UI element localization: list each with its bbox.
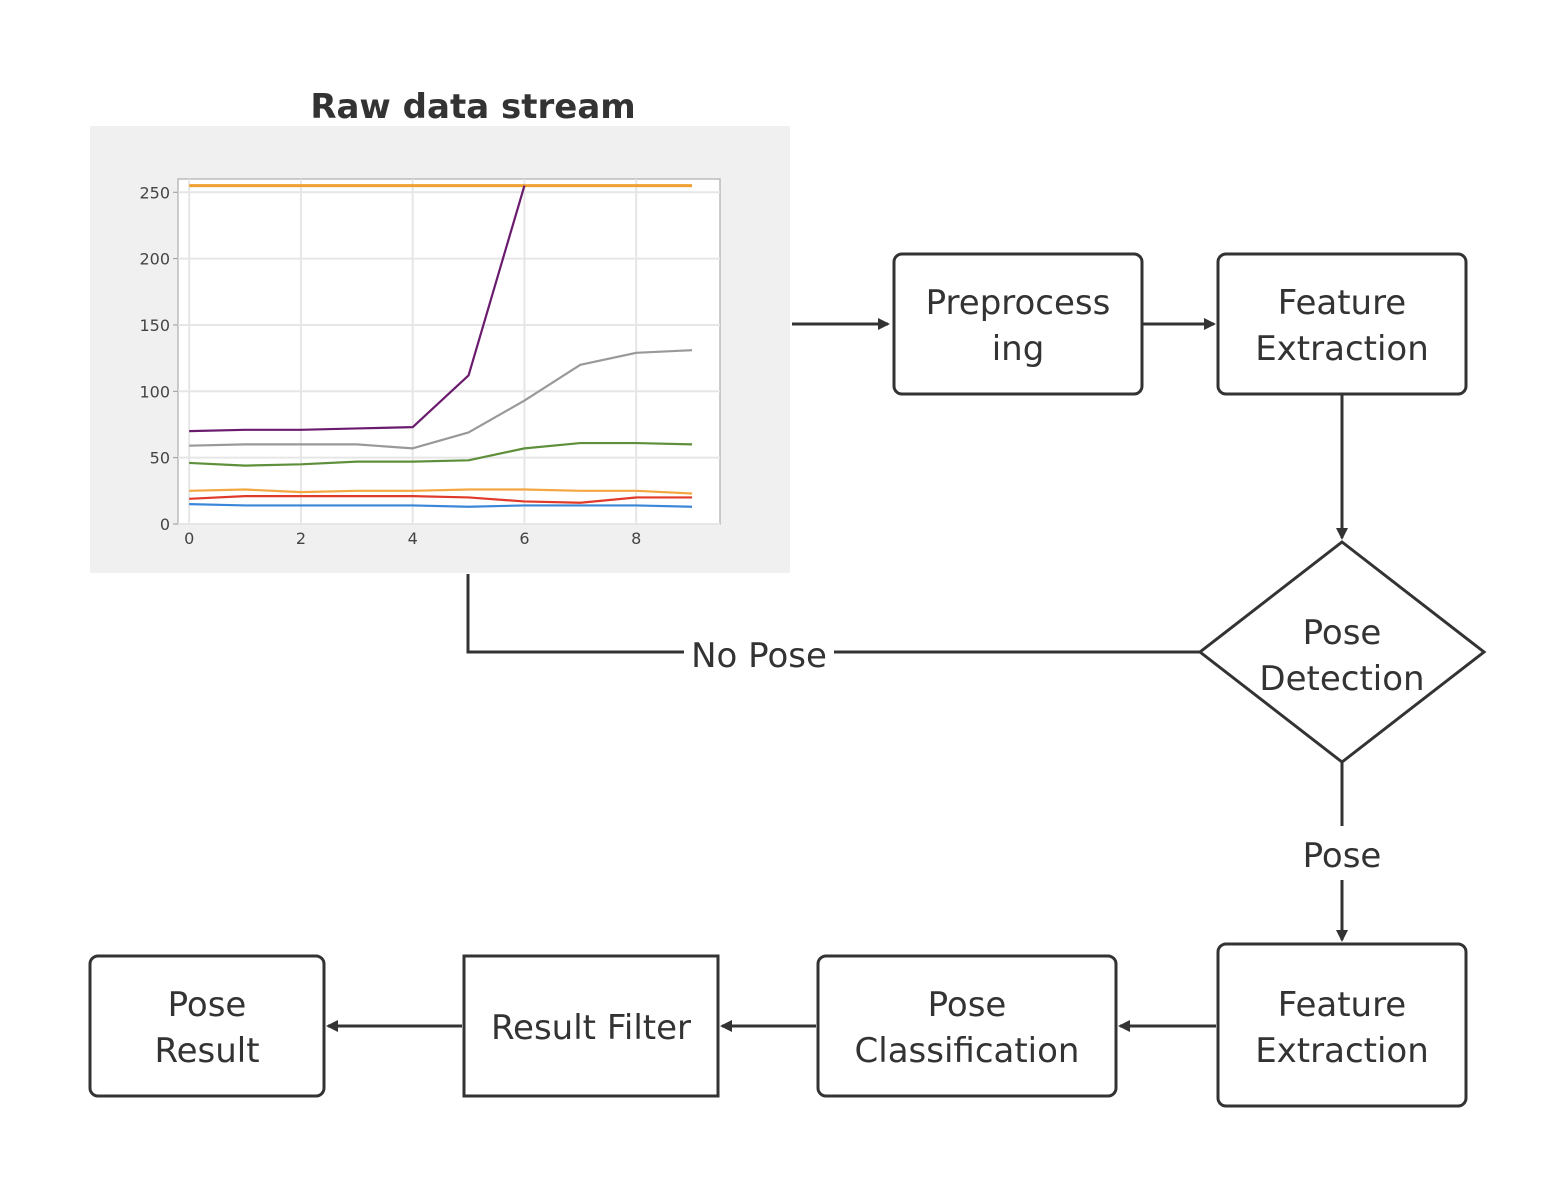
node-result-filter-line-1: Result Filter [491,1008,691,1048]
x-tick-label: 8 [631,529,641,548]
node-feature-extraction-bottom-line-2: Extraction [1255,1031,1429,1071]
y-tick-label: 0 [160,515,170,534]
node-feature-extraction-top-box [1216,252,1468,396]
series-line-6 [189,502,693,508]
y-tick-label: 50 [150,449,170,468]
node-pose-result-box [88,954,326,1098]
node-pose-classification: Pose Classification [816,954,1118,1098]
edge-label-no-pose: No Pose [691,636,827,676]
y-tick-label: 200 [139,250,170,269]
node-feature-extraction-bottom-line-1: Feature [1278,985,1406,1025]
node-result-filter: Result Filter [462,954,720,1098]
node-feature-extraction-top: Feature Extraction [1216,252,1468,396]
node-feature-extraction-top-line-1: Feature [1278,283,1406,323]
chart-title: Raw data stream [310,87,635,127]
node-preprocessing: Preprocess ing [892,252,1144,396]
chart-ticks: 0 2 4 6 8 0 50 100 150 200 250 [139,183,641,548]
node-feature-extraction-bottom-box [1216,942,1468,1108]
node-pose-result: Pose Result [88,954,326,1098]
series-line-2 [189,349,693,450]
node-pose-detection: Pose Detection [1197,540,1487,764]
series-line-3 [189,441,693,467]
series-line-1 [189,185,526,433]
x-tick-label: 2 [296,529,306,548]
series-line-5 [189,495,693,504]
y-tick-label: 150 [139,316,170,335]
series-line-4 [189,488,693,495]
raw-data-chart: 0 2 4 6 8 0 50 100 150 200 250 [90,126,790,573]
node-pose-detection-line-2: Detection [1259,659,1424,699]
chart-grid [178,179,720,525]
x-tick-label: 6 [519,529,529,548]
x-tick-label: 4 [408,529,418,548]
x-tick-label: 0 [184,529,194,548]
node-result-filter-box [462,954,720,1098]
no-pose-label-bg [684,632,834,676]
node-pose-classification-line-2: Classification [855,1031,1080,1071]
edge-no-pose-loop [466,574,1200,654]
node-feature-extraction-bottom: Feature Extraction [1216,942,1468,1108]
plot-area [177,178,721,525]
edges [326,318,1348,1032]
chart-series [189,184,693,508]
edge-label-pose: Pose [1303,836,1382,876]
node-preprocessing-line-2: ing [992,329,1045,369]
y-tick-label: 250 [139,183,170,202]
y-tick-label: 100 [139,382,170,401]
node-pose-result-line-2: Result [154,1031,259,1071]
node-preprocessing-line-1: Preprocess [926,283,1111,323]
node-pose-detection-line-1: Pose [1303,613,1382,653]
node-feature-extraction-top-line-2: Extraction [1255,329,1429,369]
node-preprocessing-box [892,252,1144,396]
node-pose-classification-box [816,954,1118,1098]
node-pose-result-line-1: Pose [168,985,247,1025]
node-pose-classification-line-1: Pose [928,985,1007,1025]
node-pose-detection-diamond [1197,540,1487,764]
